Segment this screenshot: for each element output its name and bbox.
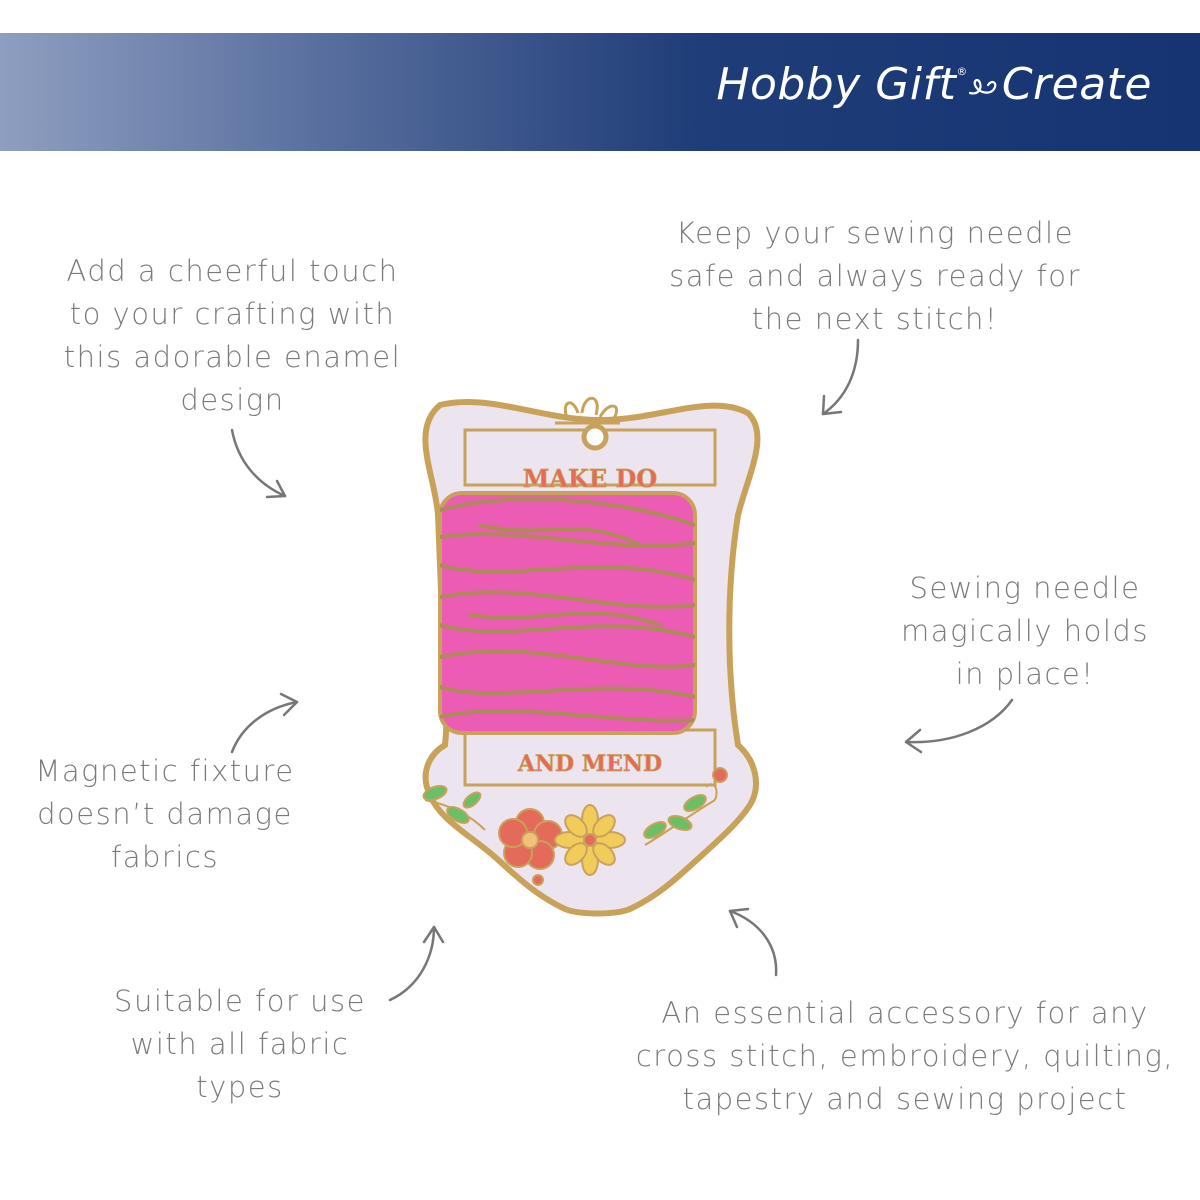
callout-line: Suitable for use	[114, 984, 366, 1018]
thread-strands	[440, 497, 695, 723]
callout-line: tapestry and sewing project	[682, 1082, 1128, 1116]
small-flower-dot	[532, 874, 544, 886]
callout-line: to your crafting with	[69, 297, 396, 331]
callout-line: Magnetic fixture	[35, 754, 295, 788]
brand-word-create: Create	[1001, 59, 1152, 110]
callout-line: An essential accessory for any	[661, 996, 1149, 1030]
yellow-flower-icon	[554, 804, 626, 876]
callout-line: Add a cheerful touch	[66, 254, 399, 288]
callout-line: design	[180, 383, 285, 417]
callout-line: with all fabric	[130, 1027, 350, 1061]
callout-line: magically holds	[901, 614, 1149, 648]
brand-word-hobby: Hobby	[716, 59, 861, 110]
hanging-hole	[581, 423, 609, 451]
callout-holds-in-place: Sewing needle magically holds in place!	[890, 567, 1160, 696]
callout-line: cross stitch, embroidery, quilting,	[635, 1039, 1175, 1073]
callout-cheerful-touch: Add a cheerful touch to your crafting wi…	[40, 250, 425, 422]
arrow-icon	[230, 692, 299, 754]
red-flower-icon	[498, 808, 563, 870]
callout-line: the next stitch!	[751, 302, 999, 336]
brand-logo: Hobby Gift® Create	[716, 59, 1152, 110]
brand-word-gift: Gift	[875, 59, 957, 110]
pin-text-bottom: AND MEND	[517, 751, 662, 777]
arrow-icon	[904, 698, 1014, 754]
callout-keep-needle-safe: Keep your sewing needle safe and always …	[640, 212, 1110, 341]
flower-icon	[555, 396, 620, 425]
callout-line: fabrics	[111, 840, 219, 874]
registered-mark: ®	[956, 65, 968, 78]
arrow-icon	[388, 925, 445, 1002]
callout-essential-accessory: An essential accessory for any cross sti…	[635, 992, 1175, 1121]
leaf-sprig-left-icon	[422, 785, 486, 831]
arrow-icon	[821, 338, 860, 416]
callout-all-fabrics: Suitable for use with all fabric types	[80, 980, 400, 1109]
pin-text-top: MAKE DO	[523, 464, 657, 493]
callout-line: safe and always ready for	[669, 259, 1081, 293]
heart-swirl-icon	[968, 59, 1002, 110]
callout-line: Keep your sewing needle	[676, 216, 1074, 250]
floral-decoration	[422, 767, 728, 886]
callout-magnetic-fixture: Magnetic fixture doesn’t damage fabrics	[20, 750, 310, 879]
callout-line: types	[196, 1070, 284, 1104]
arrow-icon	[230, 428, 287, 499]
enamel-pin: MAKE DO AND MEND	[422, 396, 761, 917]
brand-banner: Hobby Gift® Create	[0, 33, 1200, 151]
callout-line: doesn’t damage	[37, 797, 293, 831]
arrow-icon	[728, 907, 778, 977]
small-flower-dot	[712, 767, 728, 783]
callout-line: in place!	[955, 657, 1095, 691]
callout-line: this adorable enamel	[63, 340, 402, 374]
leaf-sprig-right-icon	[643, 783, 718, 846]
callout-line: Sewing needle	[909, 571, 1141, 605]
